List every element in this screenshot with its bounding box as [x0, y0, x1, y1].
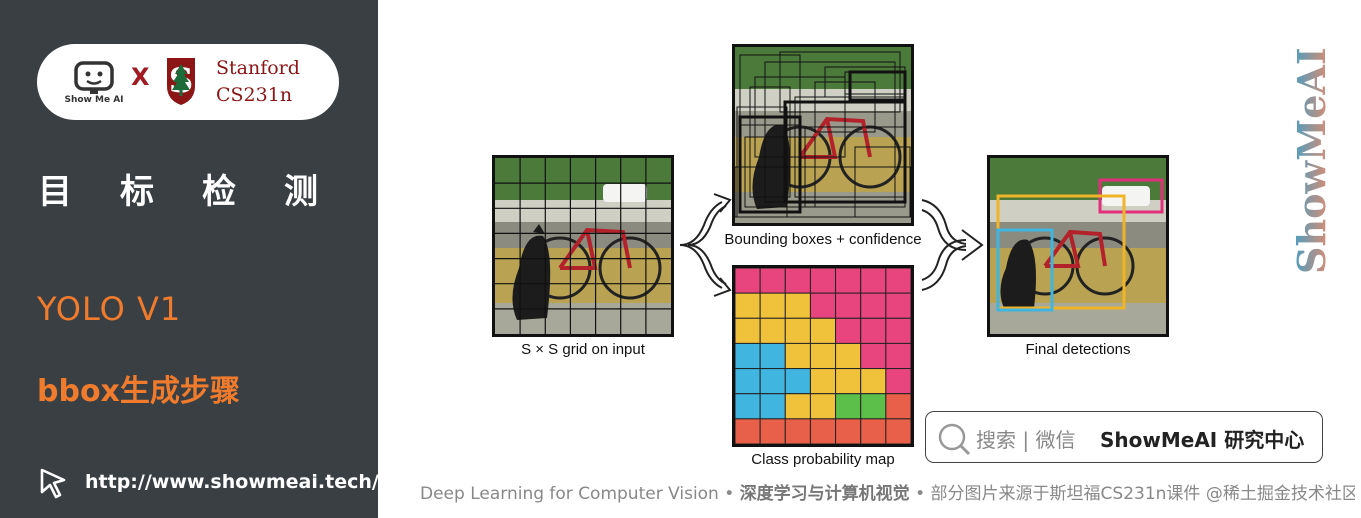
brand-text: Show Me AI: [64, 95, 124, 105]
footer-credit: Deep Learning for Computer Vision • 深度学习…: [420, 479, 1355, 504]
class-cell: [809, 393, 837, 420]
class-cell: [835, 268, 862, 294]
class-cell: [885, 368, 911, 395]
class-cell: [735, 368, 761, 395]
watermark-text: ShowMeAI: [1289, 47, 1334, 274]
search-icon: [938, 423, 971, 456]
dog-detection-box: [996, 228, 1054, 312]
class-cell: [885, 342, 911, 370]
cursor-icon: [40, 468, 66, 499]
class-cell: [835, 342, 862, 370]
showmeai-watermark: ShowMeAI: [1289, 47, 1334, 274]
class-cell: [759, 342, 786, 370]
class-cell: [835, 418, 862, 444]
class-probability-map: [732, 265, 914, 447]
class-cell: [809, 317, 837, 344]
footer-source: 部分图片来源于斯坦福CS231n课件 @稀土掘金技术社区: [930, 484, 1355, 504]
website-link[interactable]: http://www.showmeai.tech/: [85, 471, 379, 493]
class-cell: [735, 393, 761, 420]
class-cell: [860, 268, 887, 294]
section-subtitle: bbox生成步骤: [37, 374, 240, 409]
class-caption: Class probability map: [751, 451, 895, 468]
class-cell: [860, 292, 887, 319]
class-cell: [885, 393, 911, 420]
page-title: 目标检测: [38, 172, 366, 212]
class-cell: [885, 292, 911, 319]
class-cell: [885, 317, 911, 344]
stanford-tree-icon: S: [167, 58, 195, 105]
wechat-search-box: 搜索 | 微信 ShowMeAI 研究中心: [925, 411, 1323, 463]
merge-arrow: [921, 199, 984, 291]
class-cell: [784, 317, 811, 344]
class-cell: [735, 268, 761, 294]
class-cell: [735, 317, 761, 344]
class-cell: [759, 418, 786, 444]
class-cell: [835, 317, 862, 344]
partner-name: Stanford: [216, 57, 300, 79]
bbox-caption: Bounding boxes + confidence: [724, 231, 922, 248]
class-cell: [759, 368, 786, 395]
final-caption: Final detections: [1025, 341, 1131, 358]
partner-course: CS231n: [216, 84, 293, 106]
class-cell: [809, 292, 837, 319]
footer-sep: •: [718, 484, 740, 504]
bounding-boxes-image: [732, 44, 914, 226]
search-brand: ShowMeAI 研究中心: [1100, 428, 1305, 452]
class-probability-grid: [735, 268, 911, 444]
class-cell: [759, 393, 786, 420]
footer-sep: •: [909, 484, 931, 504]
class-cell: [809, 268, 837, 294]
final-detections-image: [987, 155, 1169, 337]
class-cell: [735, 292, 761, 319]
class-cell: [735, 418, 761, 444]
section-title: YOLO V1: [37, 290, 182, 328]
class-cell: [759, 292, 786, 319]
class-cell: [860, 342, 887, 370]
class-cell: [759, 317, 786, 344]
class-cell: [784, 418, 811, 444]
class-cell: [809, 418, 837, 444]
class-cell: [835, 393, 862, 420]
class-cell: [784, 292, 811, 319]
class-cell: [784, 368, 811, 395]
search-label: 搜索 | 微信: [976, 428, 1076, 452]
class-cell: [784, 342, 811, 370]
sidebar: Show Me AI X S Stanford CS231n 目标检测 YOLO…: [0, 0, 379, 518]
class-cell: [885, 268, 911, 294]
logo-banner: Show Me AI X S Stanford CS231n: [37, 44, 339, 120]
class-cell: [809, 342, 837, 370]
class-cell: [809, 368, 837, 395]
input-caption: S × S grid on input: [521, 341, 645, 358]
class-cell: [784, 393, 811, 420]
monitor-robot-icon: [74, 61, 114, 94]
footer-course-cn: 深度学习与计算机视觉: [739, 484, 910, 504]
collab-times: X: [131, 63, 150, 91]
class-cell: [860, 317, 887, 344]
class-cell: [860, 418, 887, 444]
class-cell: [860, 393, 887, 420]
class-cell: [885, 418, 911, 444]
class-cell: [835, 292, 862, 319]
class-cell: [735, 342, 761, 370]
footer-course: Deep Learning for Computer Vision: [420, 484, 719, 504]
class-cell: [860, 368, 887, 395]
class-cell: [835, 368, 862, 395]
flow-arrows: [679, 193, 732, 297]
input-grid-image: [492, 155, 674, 337]
class-cell: [784, 268, 811, 294]
class-cell: [759, 268, 786, 294]
